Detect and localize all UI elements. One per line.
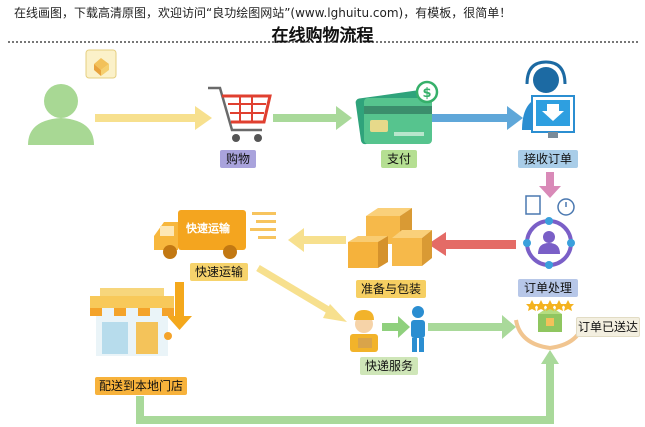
arrow-process-to-prepare (428, 232, 516, 256)
label-express-transport: 快速运输 (190, 263, 248, 281)
arrow-prepare-to-truck (288, 228, 346, 252)
truck-text: 快速运输 (186, 222, 230, 235)
label-deliver-local-store: 配送到本地门店 (95, 377, 187, 395)
label-receive-order: 接收订单 (518, 150, 578, 168)
label-shopping: 购物 (220, 150, 256, 168)
label-order-delivered: 订单已送达 (576, 317, 640, 337)
arrow-cart-to-pay (273, 106, 352, 130)
shopping-cart-icon (208, 86, 272, 142)
order-delivered-icon (514, 300, 586, 351)
credit-card-icon: $ (355, 80, 439, 145)
divider (8, 41, 638, 43)
arrow-pay-to-receive (432, 106, 523, 130)
customer-icon (28, 49, 117, 145)
arrow-user-to-cart (95, 106, 212, 130)
courier-icon (350, 310, 378, 352)
delivery-truck-icon (154, 210, 276, 259)
arrow-service-to-delivered (428, 315, 516, 339)
label-process-order: 订单处理 (518, 279, 578, 297)
arrow-transport-to-store (167, 282, 192, 330)
watermark-text: 在线画图，下载高清原图，欢迎访问“良功绘图网站”(www.lghuitu.com… (14, 6, 512, 20)
arrow-courier-to-receiver (382, 316, 410, 338)
arrow-receive-to-process (539, 172, 561, 198)
arrow-transport-to-service (256, 264, 347, 322)
arrow-store-to-delivered (136, 350, 559, 424)
label-express-service: 快递服务 (360, 357, 418, 375)
receiver-person-icon (411, 306, 425, 352)
order-processing-icon (523, 195, 575, 269)
receive-order-icon (522, 60, 575, 138)
label-prepare-pack: 准备与包装 (356, 280, 426, 298)
packing-boxes-icon (348, 208, 432, 268)
svg-text:$: $ (422, 86, 431, 101)
diagram-title: 在线购物流程 (271, 26, 374, 46)
label-pay: 支付 (381, 150, 417, 168)
local-store-icon (90, 288, 174, 356)
